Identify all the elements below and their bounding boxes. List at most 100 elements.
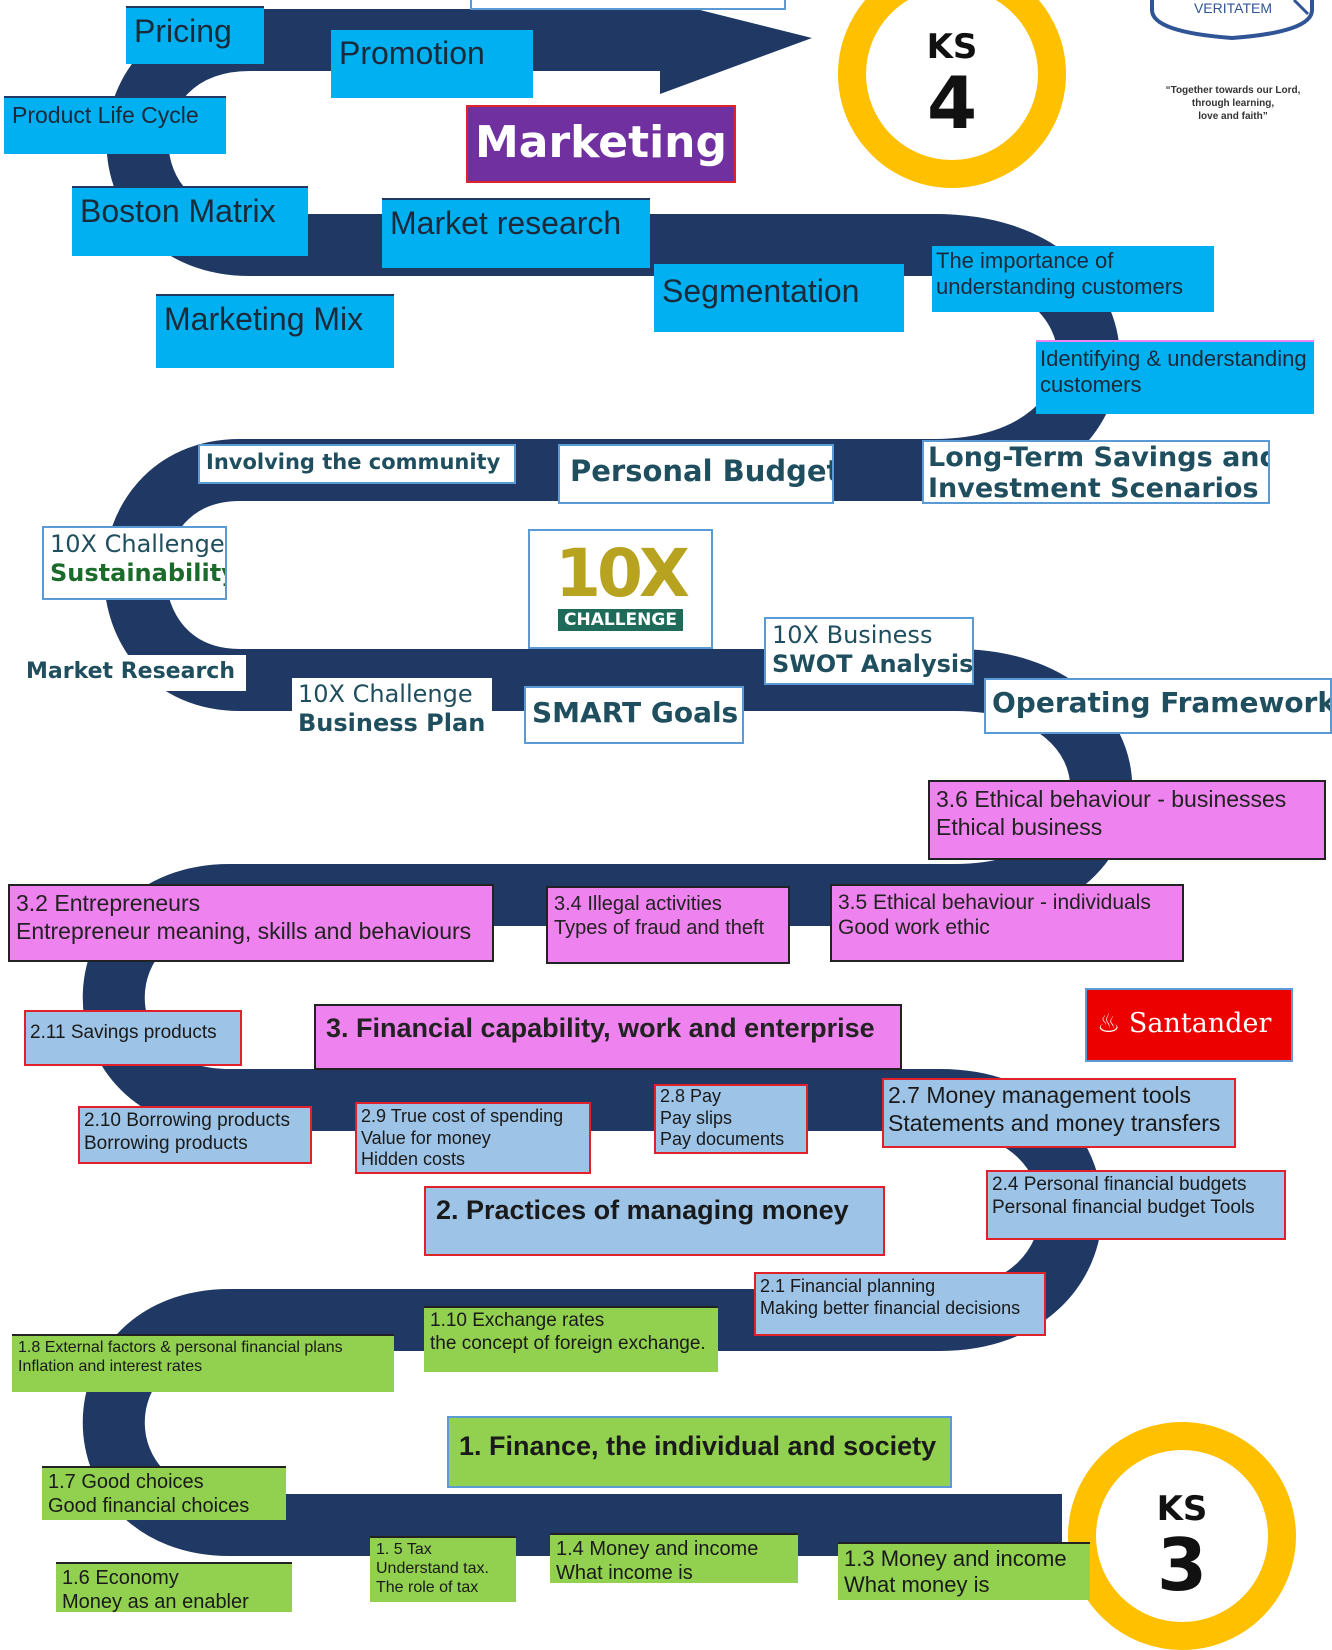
top-cut-box <box>470 0 786 10</box>
item-line: the concept of foreign exchange. <box>430 1332 706 1354</box>
strand1-item-1-7: 1.7 Good choices Good financial choices <box>42 1466 286 1520</box>
tenx-market-research: Market Research <box>20 655 246 691</box>
item-line: Pay documents <box>660 1129 785 1150</box>
tenx-long-term-savings: Long-Term Savings and Investment Scenari… <box>922 440 1270 504</box>
item-line: Pay slips <box>660 1107 733 1128</box>
tenx-swot-line: 10X Business <box>772 621 933 649</box>
item-detail: Good work ethic <box>838 916 990 940</box>
item-code: 3.4 Illegal activities <box>554 893 722 915</box>
strand2-item-2-7: 2.7 Money management tools Statements an… <box>882 1078 1236 1148</box>
crest-shield-icon <box>1150 0 1314 40</box>
item-line: 2.9 True cost of spending <box>361 1106 564 1126</box>
strand3-item-3-4: 3.4 Illegal activities Types of fraud an… <box>546 886 790 964</box>
topic-segmentation: Segmentation <box>654 262 904 332</box>
strand2-item-2-8: 2.8 Pay Pay slips Pay documents <box>654 1084 808 1154</box>
item-line: Understand tax. <box>376 1560 489 1578</box>
tenx-swot-line: SWOT Analysis <box>772 649 974 678</box>
strand1-item-1-8: 1.8 External factors & personal financia… <box>12 1334 394 1392</box>
tenx-personal-budget: Personal Budget <box>558 444 834 504</box>
tenx-business-plan: 10X Challenge Business Plan <box>292 678 492 744</box>
tenx-swot: 10X Business SWOT Analysis <box>764 617 974 685</box>
topic-line: Identifying & understanding customers <box>1040 346 1307 398</box>
strand2-item-2-10: 2.10 Borrowing products Borrowing produc… <box>78 1106 312 1164</box>
item-line: 1.4 Money and income <box>556 1538 759 1560</box>
ks3-label: KS <box>1156 1489 1208 1529</box>
strand1-item-1-10: 1.10 Exchange rates the concept of forei… <box>424 1306 718 1372</box>
tenx-plan-line: 10X Challenge <box>298 680 473 708</box>
item-code: 3.2 Entrepreneurs <box>16 890 201 916</box>
topic-pricing: Pricing <box>126 6 264 64</box>
strand2-item-2-9: 2.9 True cost of spending Value for mone… <box>355 1102 591 1174</box>
item-line: 2.1 Financial planning <box>760 1276 936 1296</box>
strand2-heading: 2. Practices of managing money <box>424 1186 885 1256</box>
item-line: 2.10 Borrowing products <box>84 1110 290 1131</box>
item-line: What income is <box>556 1562 693 1583</box>
marketing-title: Marketing <box>466 105 736 183</box>
topic-importance-customers: The importance of understanding customer… <box>932 246 1214 312</box>
item-detail: Ethical business <box>936 813 1103 840</box>
item-line: Making better financial decisions <box>760 1297 1021 1318</box>
item-line: 1.7 Good choices <box>48 1471 204 1493</box>
strand1-item-1-5: 1. 5 Tax Understand tax. The role of tax <box>370 1536 516 1602</box>
tenx-logo-label: CHALLENGE <box>558 609 683 632</box>
strand2-item-2-4: 2.4 Personal financial budgets Personal … <box>986 1170 1286 1240</box>
item-line: Hidden costs <box>361 1149 466 1170</box>
strand2-item-2-11: 2.11 Savings products <box>24 1010 242 1066</box>
item-line: 1.10 Exchange rates <box>430 1310 605 1331</box>
topic-identifying-customers: Identifying & understanding customers <box>1036 340 1314 414</box>
item-line: What money is <box>844 1572 990 1598</box>
strand2-item-2-1: 2.1 Financial planning Making better fin… <box>754 1272 1046 1336</box>
item-line: Borrowing products <box>84 1132 248 1154</box>
ks3-number: 3 <box>1156 1523 1208 1607</box>
strand1-item-1-4: 1.4 Money and income What income is <box>550 1533 798 1583</box>
quote-line: through learning, <box>1191 98 1275 109</box>
item-line: Personal financial budget Tools <box>992 1196 1255 1218</box>
school-quote: “Together towards our Lord, through lear… <box>1148 84 1318 123</box>
ks4-label: KS <box>926 27 978 67</box>
topic-line: The importance of understanding customer… <box>936 248 1184 300</box>
item-detail: Types of fraud and theft <box>554 917 765 939</box>
item-line: 2.4 Personal financial budgets <box>992 1174 1247 1195</box>
item-line: 2.7 Money management tools <box>888 1082 1192 1108</box>
item-line: Statements and money transfers <box>888 1109 1221 1136</box>
strand1-heading: 1. Finance, the individual and society <box>447 1416 952 1488</box>
strand3-item-3-5: 3.5 Ethical behaviour - individuals Good… <box>830 884 1184 962</box>
item-code: 3.6 Ethical behaviour - businesses <box>936 786 1287 812</box>
item-line: Money as an enabler <box>62 1591 249 1612</box>
tenx-involving-community: Involving the community <box>198 444 516 484</box>
topic-marketing-mix: Marketing Mix <box>156 294 394 368</box>
tenx-smart-goals: SMART Goals <box>524 686 744 744</box>
santander-logo: ♨ Santander <box>1085 988 1293 1062</box>
tenx-sustain-line: 10X Challenge <box>50 530 225 558</box>
quote-line: “Together towards our Lord, <box>1165 85 1301 96</box>
item-line: The role of tax <box>376 1579 479 1597</box>
item-line: 1.3 Money and income <box>844 1546 1067 1571</box>
tenx-operating-framework: Operating Framework <box>984 678 1332 734</box>
tenx-plan-line: Business Plan <box>298 708 486 737</box>
strand3-item-3-2: 3.2 Entrepreneurs Entrepreneur meaning, … <box>8 884 494 962</box>
item-line: 2.11 Savings products <box>30 1022 217 1043</box>
item-line: Inflation and interest rates <box>18 1358 203 1376</box>
tenx-sustain-line: Sustainability <box>50 558 227 587</box>
item-line: 2.8 Pay <box>660 1086 722 1106</box>
topic-promotion: Promotion <box>331 28 533 98</box>
school-crest: VERITATEM “Together towards our Lord, th… <box>1148 0 1318 130</box>
tenx-logo-mark: 10X <box>555 535 690 612</box>
flame-icon: ♨ <box>1097 1009 1121 1039</box>
santander-name: Santander <box>1128 1008 1272 1039</box>
item-line: 1.8 External factors & personal financia… <box>18 1339 343 1356</box>
item-detail: Entrepreneur meaning, skills and behavio… <box>16 917 472 944</box>
item-line: Good financial choices <box>48 1495 250 1517</box>
tenx-savings-line: Investment Scenarios <box>928 473 1259 504</box>
item-line: 1.6 Economy <box>62 1567 179 1589</box>
topic-market-research: Market research <box>382 198 650 268</box>
item-line: 1. 5 Tax <box>376 1541 432 1558</box>
crest-motto: VERITATEM <box>1193 0 1273 16</box>
topic-boston-matrix: Boston Matrix <box>72 186 308 256</box>
ks4-number: 4 <box>926 61 978 145</box>
strand1-item-1-3: 1.3 Money and income What money is <box>838 1542 1090 1600</box>
ks3-badge: KS 3 <box>1068 1422 1296 1650</box>
quote-line: love and faith” <box>1198 111 1268 122</box>
item-line: Value for money <box>361 1127 491 1148</box>
item-code: 3.5 Ethical behaviour - individuals <box>838 891 1151 914</box>
